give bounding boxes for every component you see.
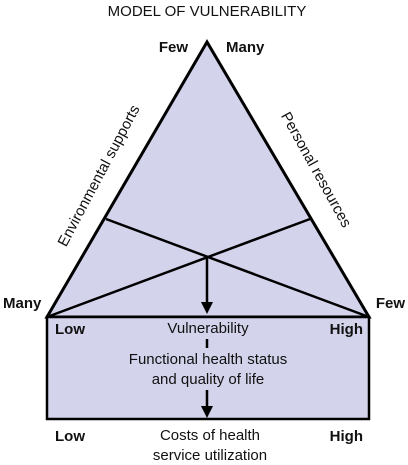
functional-label-line2: and quality of life <box>152 371 265 388</box>
box-high-label: High <box>330 321 363 338</box>
diagram-title: MODEL OF VULNERABILITY <box>108 3 307 20</box>
cross-line-right <box>46 217 311 319</box>
corner-left-label: Many <box>3 295 42 312</box>
apex-right-label: Many <box>226 39 265 56</box>
corner-right-label: Few <box>376 295 406 312</box>
bottom-high-label: High <box>330 428 363 445</box>
costs-label-line1: Costs of health <box>160 427 260 444</box>
vulnerability-label: Vulnerability <box>167 320 249 337</box>
box-low-label: Low <box>55 321 85 338</box>
arrowhead-vulnerability <box>201 302 213 314</box>
cross-line-left <box>105 217 370 319</box>
functional-label-line1: Functional health status <box>129 351 287 368</box>
apex-left-label: Few <box>159 39 189 56</box>
bottom-low-label: Low <box>55 428 85 445</box>
costs-label-line2: service utilization <box>153 447 267 464</box>
arrowhead-costs <box>201 406 213 418</box>
